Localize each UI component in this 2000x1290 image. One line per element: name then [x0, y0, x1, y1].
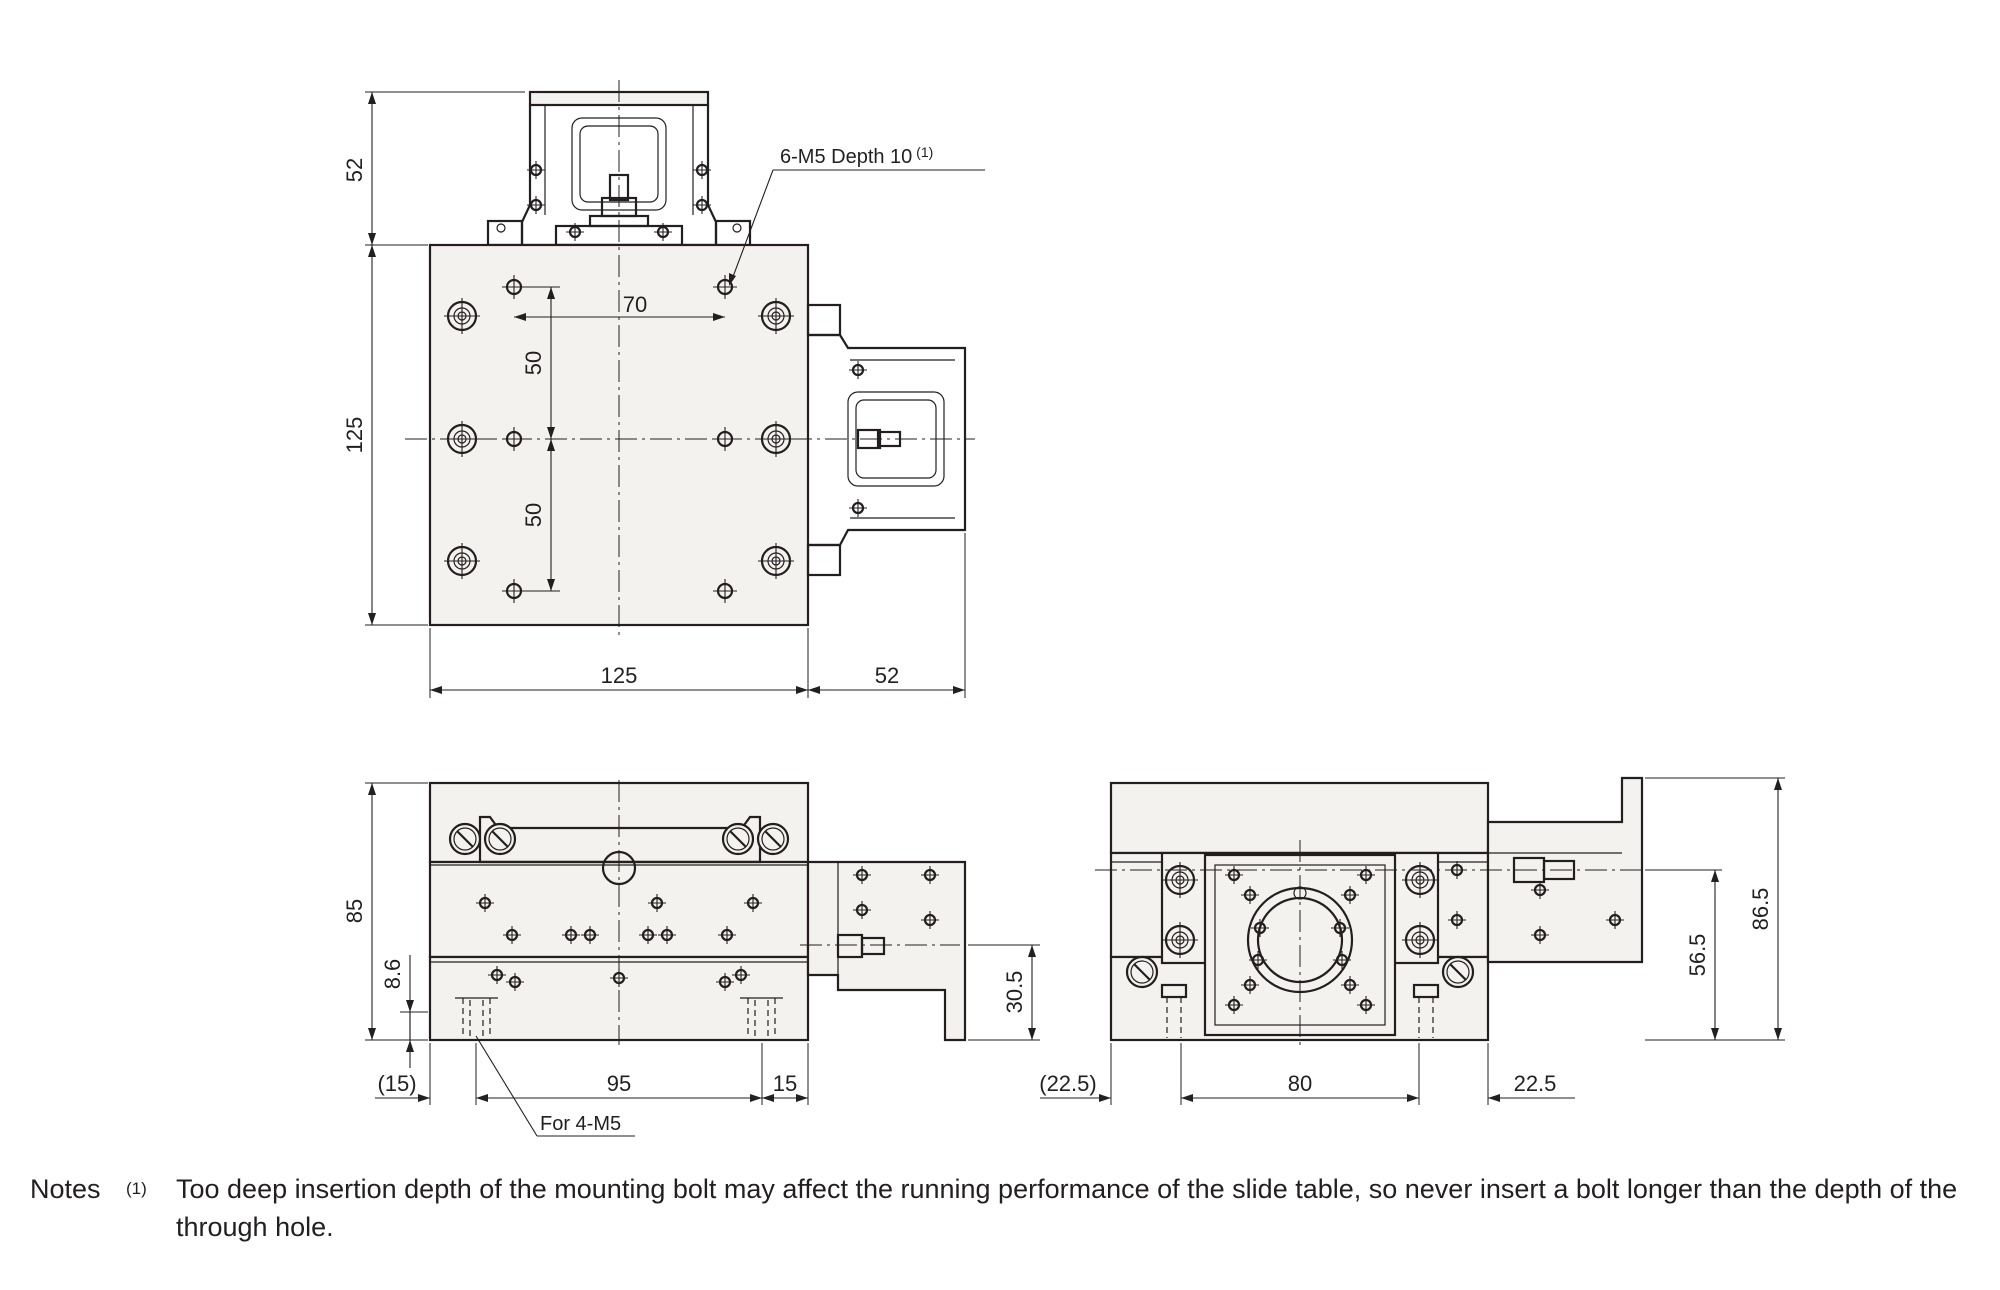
dim-86-5: 86.5	[1748, 888, 1773, 931]
dim-30-5: 30.5	[1002, 971, 1027, 1014]
side-view: (22.5) 80 22.5 56.5 86.5	[1039, 776, 1785, 1105]
dim-85: 85	[342, 899, 367, 923]
notes-text: Too deep insertion depth of the mounting…	[176, 1174, 1958, 1242]
dim-15: 15	[773, 1071, 797, 1096]
dim-50-lower: 50	[521, 503, 546, 527]
dim-22-5-paren: (22.5)	[1039, 1071, 1096, 1096]
notes-ref: (1)	[126, 1179, 147, 1198]
dim-56-5: 56.5	[1685, 934, 1710, 977]
top-view: 52 125 70 50 50 125 52	[342, 80, 985, 698]
dim-52-right: 52	[875, 663, 899, 688]
notes-label: Notes	[30, 1174, 101, 1204]
right-motor-bracket	[806, 303, 967, 577]
callout-6-m5-depth-10: 6-M5 Depth 10 (1)	[780, 144, 933, 168]
callout-for-4-m5: For 4-M5	[540, 1113, 621, 1135]
dim-8-6: 8.6	[380, 959, 405, 990]
dim-15-paren: (15)	[377, 1071, 416, 1096]
dim-80: 80	[1288, 1071, 1312, 1096]
dim-125-left: 125	[342, 417, 367, 454]
dim-70: 70	[623, 292, 647, 317]
dim-125-bottom: 125	[601, 663, 638, 688]
dim-95: 95	[607, 1071, 631, 1096]
dim-52-top: 52	[342, 158, 367, 182]
front-view: 85 8.6 30.5 (15) 95 15 For 4-M5	[342, 780, 1040, 1137]
dim-50-upper: 50	[521, 351, 546, 375]
dim-22-5: 22.5	[1514, 1071, 1557, 1096]
